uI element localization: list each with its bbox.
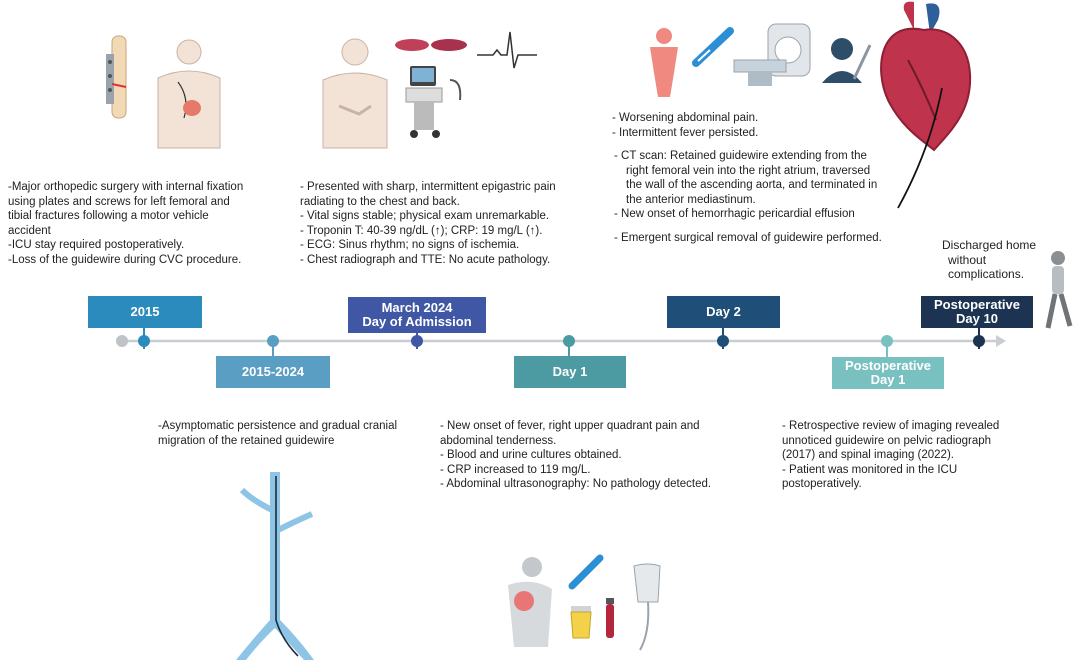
note-2015: -Major orthopedic surgery with internal … <box>8 180 243 267</box>
timeline-dot-admission <box>411 335 423 347</box>
ultrasound-machine-icon <box>405 66 462 138</box>
milestone-2015-text: 2015 <box>130 304 160 319</box>
heart-icon <box>880 1 972 209</box>
patient-chest-pain-icon <box>322 38 388 149</box>
tick-2015-2024 <box>272 341 274 363</box>
milestone-2015: 2015 <box>88 296 202 328</box>
milestone-2015-2024: 2015-2024 <box>216 356 330 388</box>
note-line: - ECG: Sinus rhythm; no signs of ischemi… <box>300 239 520 251</box>
abdominal-pain-icon <box>508 557 552 647</box>
note-line: -ICU stay required postoperatively. <box>8 239 185 251</box>
note-line: - CRP increased to 119 mg/L. <box>440 463 591 476</box>
femur-plate-icon <box>106 35 127 119</box>
note-line: the wall of the ascending aorta, and ter… <box>626 179 878 191</box>
milestone-admission: March 2024 Day of Admission <box>348 297 486 333</box>
timeline-dot-postop1 <box>881 335 893 347</box>
note-line: right femoral vein into the right atrium… <box>626 164 871 177</box>
milestone-day1-text: Day 1 <box>552 364 588 379</box>
note-line: - CT scan: Retained guidewire extending … <box>614 150 867 162</box>
thermometer-icon <box>568 554 604 590</box>
milestone-2015-2024-text: 2015-2024 <box>241 364 305 379</box>
timeline-dot-day1 <box>563 335 575 347</box>
note-line: accident <box>8 224 51 237</box>
note-line: complications. <box>948 267 1025 281</box>
note-line: - Intermittent fever persisted. <box>612 126 759 139</box>
milestone-postop1-line2: Day 1 <box>870 372 906 387</box>
note-admission: - Presented with sharp, intermittent epi… <box>300 180 556 267</box>
note-line: - Worsening abdominal pain. <box>612 112 759 124</box>
note-line: using plates and screws for left femoral… <box>8 195 230 208</box>
pancreas-icon <box>395 39 467 51</box>
note-line: tibial fractures following a motor vehic… <box>8 210 209 222</box>
note-line: - Retrospective review of imaging reveal… <box>782 420 1000 432</box>
veins-guidewire-icon <box>236 472 314 660</box>
patient-catheter-icon <box>157 39 221 149</box>
note-line: unnoticed guidewire on pelvic radiograph <box>782 434 992 447</box>
tick-day1 <box>568 341 570 363</box>
timeline-dot-2015-2024 <box>267 335 279 347</box>
ct-scanner-icon <box>733 23 811 86</box>
ecg-wave-icon <box>477 31 537 69</box>
note-line: - New onset of fever, right upper quadra… <box>440 420 700 432</box>
note-line: - Emergent surgical removal of guidewire… <box>614 231 882 244</box>
ultrasound-probe-icon <box>633 563 661 651</box>
milestone-postop1: Postoperative Day 1 <box>832 357 944 389</box>
note-line: abdominal tenderness. <box>440 434 557 447</box>
note-line: (2017) and spinal imaging (2022). <box>782 449 954 461</box>
note-line: postoperatively. <box>782 478 862 490</box>
milestone-admission-line1: March 2024 <box>381 300 453 315</box>
milestone-postop10-line2: Day 10 <box>956 311 998 326</box>
note-day1: - New onset of fever, right upper quadra… <box>440 419 711 492</box>
surgeon-icon <box>822 38 872 83</box>
milestone-admission-line2: Day of Admission <box>362 314 472 329</box>
note-postop1: - Retrospective review of imaging reveal… <box>782 419 999 492</box>
milestone-day2-text: Day 2 <box>706 304 741 319</box>
note-day2: - Worsening abdominal pain. - Intermitte… <box>612 111 882 245</box>
urine-cup-icon <box>570 606 592 639</box>
note-line: - Blood and urine cultures obtained. <box>440 449 622 461</box>
note-line: -Major orthopedic surgery with internal … <box>8 181 244 193</box>
note-line: - Presented with sharp, intermittent epi… <box>300 181 556 193</box>
milestone-day1: Day 1 <box>514 356 626 388</box>
note-line: the anterior mediastinum. <box>626 193 756 206</box>
timeline-dot-2015 <box>138 335 150 347</box>
note-line: without <box>948 252 987 267</box>
note-line: - Abdominal ultrasonography: No patholog… <box>440 478 712 490</box>
milestone-postop10-line1: Postoperative <box>934 297 1020 312</box>
blood-tube-icon <box>606 598 614 638</box>
timeline-dot-postop10 <box>973 335 985 347</box>
note-line: -Loss of the guidewire during CVC proced… <box>8 253 242 266</box>
milestone-postop10: Postoperative Day 10 <box>921 296 1033 328</box>
note-line: - Vital signs stable; physical exam unre… <box>300 210 550 222</box>
note-line: migration of the retained guidewire <box>158 434 335 447</box>
note-line: Discharged home <box>942 238 1037 252</box>
timeline-dot-day2 <box>717 335 729 347</box>
fever-body-icon <box>650 28 678 97</box>
note-2015-2024: -Asymptomatic persistence and gradual cr… <box>158 419 397 448</box>
timeline-start-dot <box>116 335 128 347</box>
walking-person-icon <box>1045 251 1073 329</box>
tick-postop1 <box>886 341 888 363</box>
milestone-postop1-line1: Postoperative <box>845 358 931 373</box>
thermometer-icon <box>692 27 734 67</box>
note-line: radiating to the chest and back. <box>300 195 460 208</box>
note-line: - New onset of hemorrhagic pericardial e… <box>614 208 855 220</box>
note-discharge: Discharged home without complications. <box>942 238 1036 282</box>
note-line: - Patient was monitored in the ICU <box>782 463 958 476</box>
note-line: -Asymptomatic persistence and gradual cr… <box>158 420 398 432</box>
milestone-day2: Day 2 <box>667 296 780 328</box>
note-line: - Chest radiograph and TTE: No acute pat… <box>300 253 551 266</box>
note-line: - Troponin T: 40-39 ng/dL (↑); CRP: 19 m… <box>300 224 543 237</box>
